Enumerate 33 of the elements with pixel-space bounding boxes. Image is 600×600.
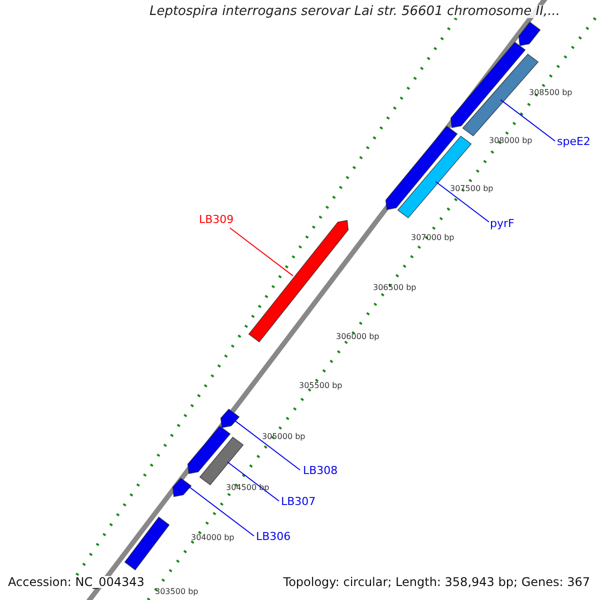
gene-feature (172, 478, 192, 497)
tick-label: 305500 bp (299, 382, 342, 390)
tick-label: 303500 bp (155, 588, 198, 596)
gene-feature (124, 516, 170, 570)
leader-line (500, 99, 556, 142)
tick-label: 306000 bp (336, 333, 380, 341)
diagram-title: Leptospira interrogans serovar Lai str. 56601 chromosome II,... (149, 5, 560, 18)
leader-line (435, 181, 490, 222)
gene-label: LB308 (303, 465, 338, 476)
leader-line (227, 462, 280, 502)
gene-feature (518, 22, 541, 46)
tick-label: 305000 bp (262, 433, 306, 441)
tick-label: 304500 bp (226, 484, 270, 492)
leader-line (234, 420, 300, 470)
footer-text: Accession: NC_004343 (8, 576, 144, 588)
gene-label: LB306 (256, 531, 291, 542)
tick-label: 304000 bp (191, 534, 234, 542)
gene-label: speE2 (557, 136, 590, 147)
tick-label: 307500 bp (450, 185, 494, 193)
leader-line (230, 228, 294, 276)
gene-feature (220, 408, 240, 428)
gene-label: LB309 (199, 214, 234, 225)
gene-feature (187, 426, 231, 474)
gene-label: LB307 (281, 496, 316, 507)
leader-line (188, 486, 254, 536)
gene-feature (450, 42, 526, 128)
tick-label: 307000 bp (411, 234, 454, 242)
footer-text: Topology: circular; Length: 358,943 bp; Genes: 367 (283, 576, 590, 588)
gene-label: pyrF (490, 218, 514, 229)
tick-label: 308000 bp (489, 137, 532, 145)
gene-feature (199, 436, 244, 486)
tick-label: 306500 bp (373, 284, 416, 292)
tick-label: 308500 bp (529, 89, 572, 97)
